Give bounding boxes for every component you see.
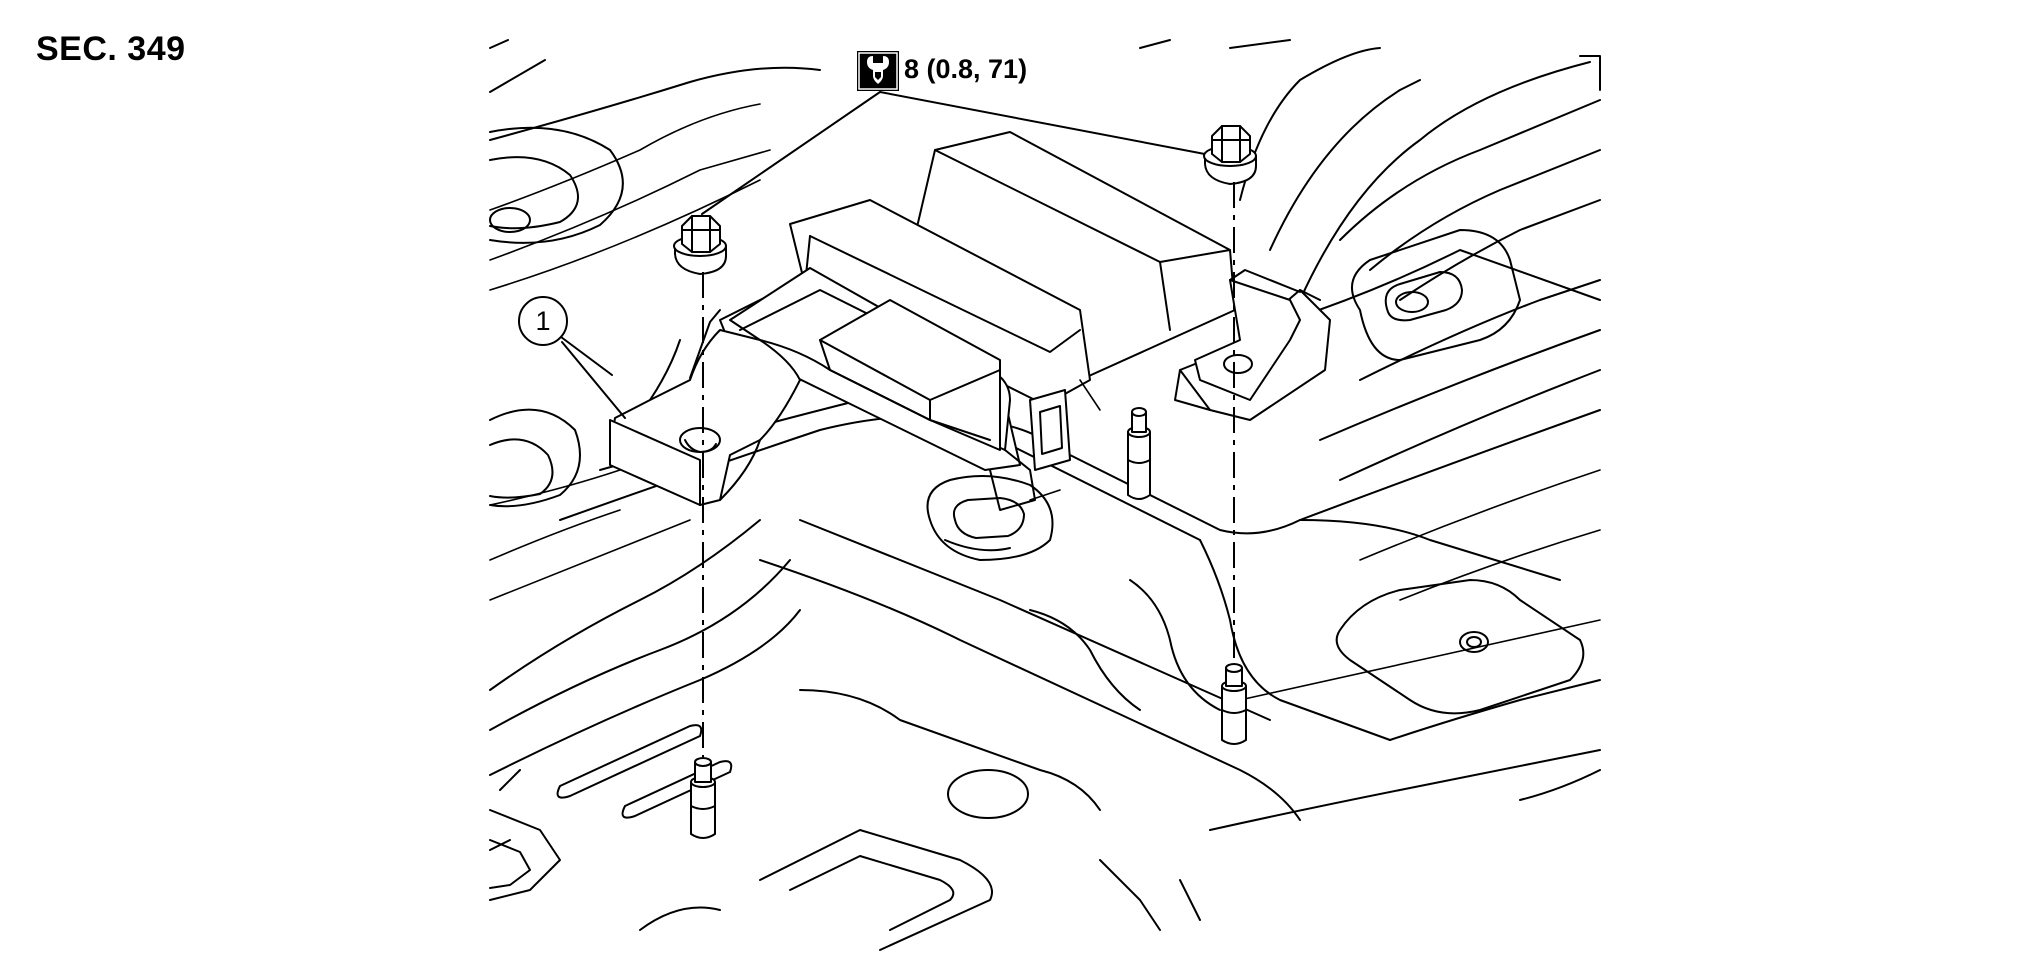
flange-nut-left (673, 215, 727, 275)
torque-wrench-icon (857, 51, 899, 91)
torque-spec-label: 8 (0.8, 71) (904, 54, 1028, 84)
stud-bolt-center (1127, 407, 1151, 500)
stud-bolt-left (690, 757, 716, 839)
flange-nut-right (1203, 125, 1257, 185)
control-unit (719, 131, 1236, 511)
callout-1-leader (556, 333, 626, 419)
bracket-left (609, 309, 801, 506)
section-label: SEC. 349 (36, 30, 186, 68)
stud-bolt-right (1221, 663, 1247, 745)
assembly-axes (702, 182, 1235, 760)
part-callout-1: 1 (518, 296, 568, 346)
torque-leader-lines (701, 91, 1211, 215)
